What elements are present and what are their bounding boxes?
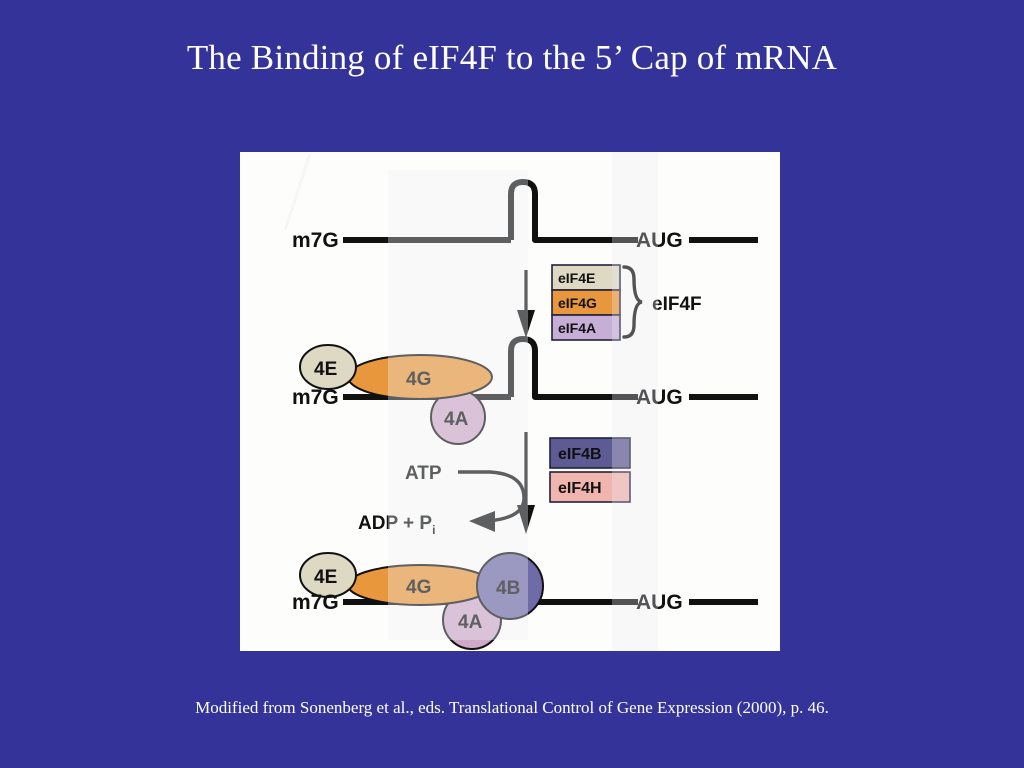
factor-4g-label: 4G: [406, 577, 431, 598]
factor-4e-label: 4E: [314, 567, 337, 588]
stage-1-group: m7G AUG: [292, 179, 758, 252]
legend-label-eif4e: eIF4E: [558, 270, 595, 286]
cap-label: m7G: [292, 229, 339, 252]
eif4f-binding-diagram: m7G AUG eIF4E eIF4G eIF4A: [292, 179, 758, 650]
legend-group-label-eif4f: eIF4F: [652, 294, 702, 315]
eif4f-legend: eIF4E eIF4G eIF4A eIF4F: [551, 264, 702, 341]
start-codon-label: AUG: [636, 229, 683, 252]
curly-brace-icon: [622, 265, 643, 339]
legend-label-eif4h: eIF4H: [558, 480, 602, 497]
stage-3-group: 4A 4G 4B 4E m7G AUG: [292, 552, 758, 650]
transition-arrow-1: [517, 270, 535, 338]
figure-panel: m7G AUG eIF4E eIF4G eIF4A: [240, 152, 780, 651]
factor-4b-label: 4B: [496, 578, 520, 599]
source-caption: Modified from Sonenberg et al., eds. Tra…: [195, 698, 829, 717]
factor-4e-shape: [299, 552, 357, 598]
arrow-head: [517, 505, 535, 534]
reaction-substrate-label: ATP: [405, 463, 442, 484]
factor-4e-label: 4E: [314, 359, 337, 380]
factor-4e-shape: [299, 344, 357, 390]
factor-4a-label: 4A: [444, 409, 469, 430]
factor-4a-label: 4A: [458, 612, 483, 633]
legend-swatch-eif4h: [549, 471, 631, 503]
legend-swatch-eif4b: [549, 437, 631, 469]
reaction-products-label: ADP + Pi: [358, 513, 435, 537]
cap-label: m7G: [292, 386, 339, 409]
page-title: The Binding of eIF4F to the 5’ Cap of mR…: [186, 38, 838, 77]
reaction-products-subscript: i: [432, 523, 435, 537]
cofactor-legend: eIF4B eIF4H: [549, 437, 631, 503]
arrow-head: [517, 310, 535, 338]
reaction-curve: [458, 470, 526, 523]
legend-label-eif4a: eIF4A: [558, 320, 596, 336]
stage-2-group: 4A 4G 4E m7G AUG: [292, 336, 758, 445]
mrna-hairpin: [508, 336, 638, 400]
start-codon-label: AUG: [636, 591, 683, 614]
legend-label-eif4g: eIF4G: [558, 295, 597, 311]
legend-label-eif4b: eIF4B: [558, 446, 602, 463]
start-codon-label: AUG: [636, 386, 683, 409]
legend-swatch-eif4e: [551, 264, 621, 291]
legend-swatch-eif4a: [551, 314, 621, 341]
factor-4b-shape: [476, 552, 544, 620]
mrna-hairpin: [508, 179, 638, 243]
cap-label: m7G: [292, 591, 339, 614]
reaction-arrow-head: [469, 511, 495, 532]
atp-hydrolysis-reaction: ATP ADP + Pi: [358, 463, 526, 537]
factor-4g-label: 4G: [406, 369, 431, 390]
transition-arrow-2: [517, 432, 535, 534]
